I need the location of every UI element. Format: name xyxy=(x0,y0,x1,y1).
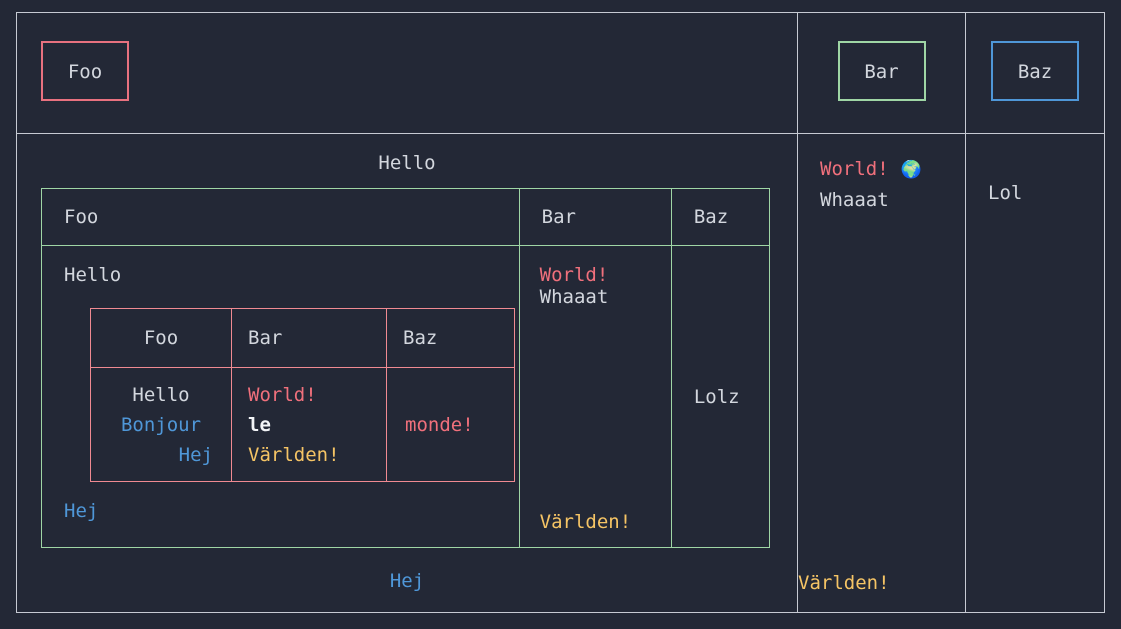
red-bar-line2: le xyxy=(248,413,271,436)
mid-cell-content: World! 🌍 Whaaat Världen! xyxy=(798,134,965,612)
green-bar-bottom: Världen! xyxy=(539,511,632,534)
red-baz-text: monde! xyxy=(405,413,474,436)
red-td-foo: Hello Bonjour Hej xyxy=(90,367,232,482)
green-bar-stack: World! Whaaat Världen! xyxy=(540,264,671,533)
outer-header-row: Foo Bar Baz xyxy=(16,12,1105,135)
red-bar-line1: World! xyxy=(248,383,317,406)
green-bar-line2: Whaaat xyxy=(539,286,609,309)
outer-body-cell-mid: World! 🌍 Whaaat Världen! xyxy=(797,133,966,613)
green-baz-text: Lolz xyxy=(693,385,740,408)
header-right-box-wrap: Baz xyxy=(966,13,1104,101)
green-foo-footer: Hej xyxy=(64,500,99,523)
mid-line2: Whaaat xyxy=(820,189,889,212)
outer-body-row: Hello Foo Bar Baz Hello xyxy=(16,133,1105,613)
green-table-caption: Hello xyxy=(378,152,436,175)
red-th-bar: Bar xyxy=(231,308,387,369)
outer-header-cell-right: Baz xyxy=(965,12,1105,135)
red-table: Foo Bar Baz xyxy=(90,308,515,483)
red-foo-line2: Bonjour xyxy=(120,413,202,436)
header-main-box-wrap: Foo xyxy=(17,13,797,101)
globe-icon: 🌍 xyxy=(900,160,922,181)
red-foo-line1: Hello xyxy=(132,383,190,406)
red-table-body-row: Hello Bonjour Hej World! xyxy=(90,367,515,482)
outer-body-cell-right: Lol xyxy=(965,133,1105,613)
green-td-bar: World! Whaaat Världen! xyxy=(518,245,672,549)
green-table-header-row: Foo Bar Baz xyxy=(41,188,771,247)
red-td-bar: World! le Världen! xyxy=(231,367,387,482)
green-table-body-row: Hello Foo Bar Baz xyxy=(41,245,771,549)
red-th-baz: Baz xyxy=(386,308,515,369)
green-td-foo: Hello Foo Bar Baz xyxy=(41,245,520,549)
baz-button[interactable]: Baz xyxy=(991,41,1079,101)
red-bar-line3: Världen! xyxy=(248,443,340,466)
mid-line1: World! xyxy=(820,158,889,181)
green-bar-top: World! Whaaat xyxy=(540,264,671,308)
outer-footer-hej: Hej xyxy=(389,570,425,593)
green-th-bar: Bar xyxy=(518,188,672,247)
green-th-foo: Foo xyxy=(41,188,520,247)
green-table: Foo Bar Baz Hello xyxy=(41,188,771,549)
red-foo-line3: Hej xyxy=(178,443,213,466)
red-bar-lines: World! le Världen! xyxy=(232,380,386,470)
red-foo-lines: Hello Bonjour Hej xyxy=(91,380,231,470)
outer-body-cell-main: Hello Foo Bar Baz Hello xyxy=(16,133,798,613)
green-foo-label: Hello xyxy=(64,264,122,287)
foo-button[interactable]: Foo xyxy=(41,41,129,101)
header-mid-box-wrap: Bar xyxy=(798,13,965,101)
green-th-baz: Baz xyxy=(670,188,771,247)
red-table-header-row: Foo Bar Baz xyxy=(90,308,515,369)
right-cell-text: Lol xyxy=(988,182,1023,205)
mid-top-text: World! 🌍 Whaaat xyxy=(820,154,965,215)
outer-header-cell-main: Foo xyxy=(16,12,798,135)
green-bar-line1: World! xyxy=(539,264,609,287)
outer-header-cell-mid: Bar xyxy=(797,12,966,135)
outer-table: Foo Bar Baz Hello xyxy=(16,12,1105,613)
green-td-baz: Lolz xyxy=(670,245,771,549)
red-th-foo: Foo xyxy=(90,308,232,369)
bar-button[interactable]: Bar xyxy=(837,41,926,101)
mid-bottom-text: Världen! xyxy=(798,572,890,594)
red-td-baz: monde! xyxy=(386,367,515,482)
